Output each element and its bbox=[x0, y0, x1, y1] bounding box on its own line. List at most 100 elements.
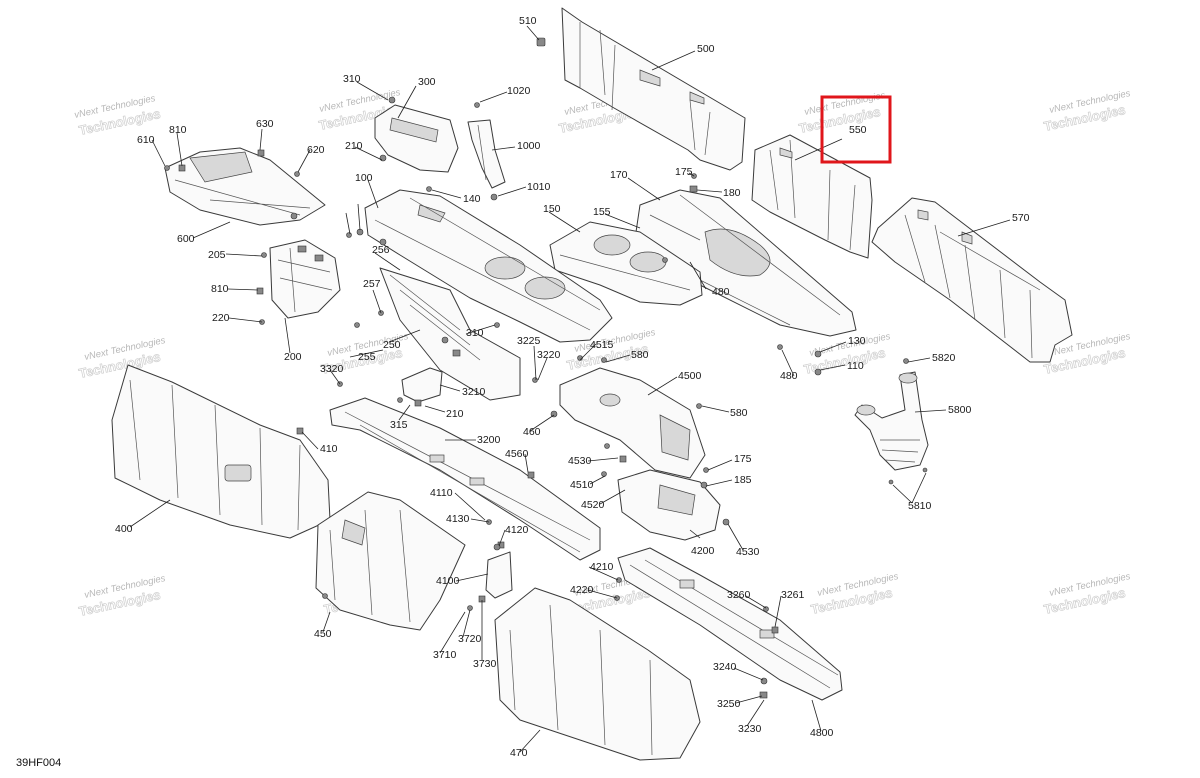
part-470-shape bbox=[494, 587, 701, 761]
part-label[interactable]: 460 bbox=[523, 426, 541, 438]
part-label[interactable]: 410 bbox=[320, 443, 338, 455]
part-label[interactable]: 200 bbox=[284, 351, 302, 363]
part-label[interactable]: 3720 bbox=[458, 633, 482, 645]
part-label[interactable]: 810 bbox=[211, 283, 229, 295]
part-label[interactable]: 220 bbox=[212, 312, 230, 324]
part-label[interactable]: 150 bbox=[543, 203, 561, 215]
part-300-shape bbox=[374, 96, 459, 173]
part-label[interactable]: 256 bbox=[372, 244, 390, 256]
part-label[interactable]: 500 bbox=[697, 43, 715, 55]
fasteners bbox=[164, 164, 928, 699]
part-label[interactable]: 580 bbox=[730, 407, 748, 419]
part-label[interactable]: 130 bbox=[848, 335, 866, 347]
part-label[interactable]: 180 bbox=[723, 187, 741, 199]
part-label[interactable]: 210 bbox=[345, 140, 363, 152]
part-label[interactable]: 4100 bbox=[436, 575, 460, 587]
part-label[interactable]: 257 bbox=[363, 278, 381, 290]
part-label[interactable]: 4120 bbox=[505, 524, 529, 536]
part-label[interactable]: 140 bbox=[463, 193, 481, 205]
part-label[interactable]: 4500 bbox=[678, 370, 702, 382]
part-label[interactable]: 610 bbox=[137, 134, 155, 146]
part-label[interactable]: 4510 bbox=[570, 479, 594, 491]
part-1000-shape bbox=[467, 102, 506, 201]
part-label[interactable]: 3230 bbox=[738, 723, 762, 735]
part-4500-shape bbox=[559, 367, 706, 479]
part-label[interactable]: 175 bbox=[675, 166, 693, 178]
part-label[interactable]: 4800 bbox=[810, 727, 834, 739]
part-label[interactable]: 210 bbox=[446, 408, 464, 420]
part-label[interactable]: 3220 bbox=[537, 349, 561, 361]
part-label[interactable]: 4220 bbox=[570, 584, 594, 596]
part-label[interactable]: 175 bbox=[734, 453, 752, 465]
part-3200-shape bbox=[329, 397, 601, 561]
part-label[interactable]: 1010 bbox=[527, 181, 551, 193]
part-label[interactable]: 4515 bbox=[590, 339, 614, 351]
part-label[interactable]: 3200 bbox=[477, 434, 501, 446]
part-label[interactable]: 480 bbox=[712, 286, 730, 298]
part-label[interactable]: 3210 bbox=[462, 386, 486, 398]
part-label[interactable]: 810 bbox=[169, 124, 187, 136]
part-label[interactable]: 4130 bbox=[446, 513, 470, 525]
part-label[interactable]: 3225 bbox=[517, 335, 541, 347]
part-label[interactable]: 250 bbox=[383, 339, 401, 351]
part-500-shape bbox=[561, 7, 746, 171]
part-label[interactable]: 510 bbox=[519, 15, 537, 27]
part-550-shape bbox=[751, 134, 873, 259]
part-label[interactable]: 4530 bbox=[568, 455, 592, 467]
part-450-shape bbox=[315, 491, 466, 631]
part-label[interactable]: 5800 bbox=[948, 404, 972, 416]
part-label[interactable]: 3730 bbox=[473, 658, 497, 670]
part-250-shape bbox=[379, 267, 521, 401]
part-label[interactable]: 4200 bbox=[691, 545, 715, 557]
part-label[interactable]: 5810 bbox=[908, 500, 932, 512]
part-label[interactable]: 550 bbox=[849, 124, 867, 136]
part-label[interactable]: 205 bbox=[208, 249, 226, 261]
part-400-shape bbox=[111, 364, 331, 539]
part-label[interactable]: 470 bbox=[510, 747, 528, 759]
part-label[interactable]: 255 bbox=[358, 351, 376, 363]
part-label[interactable]: 5820 bbox=[932, 352, 956, 364]
part-label[interactable]: 630 bbox=[256, 118, 274, 130]
part-570-shape bbox=[871, 197, 1073, 363]
part-5800-shape bbox=[854, 371, 929, 471]
part-200-shape bbox=[269, 239, 341, 319]
part-4100-shape bbox=[485, 541, 513, 599]
part-label[interactable]: 310 bbox=[343, 73, 361, 85]
part-label[interactable]: 3320 bbox=[320, 363, 344, 375]
part-label[interactable]: 3250 bbox=[717, 698, 741, 710]
part-label[interactable]: 170 bbox=[610, 169, 628, 181]
part-label[interactable]: 480 bbox=[780, 370, 798, 382]
part-4800-shape bbox=[617, 547, 843, 701]
part-label[interactable]: 155 bbox=[593, 206, 611, 218]
part-label[interactable]: 4210 bbox=[590, 561, 614, 573]
part-label[interactable]: 580 bbox=[631, 349, 649, 361]
part-label[interactable]: 310 bbox=[466, 327, 484, 339]
part-label[interactable]: 620 bbox=[307, 144, 325, 156]
part-label[interactable]: 3261 bbox=[781, 589, 805, 601]
part-label[interactable]: 185 bbox=[734, 474, 752, 486]
part-label[interactable]: 400 bbox=[115, 523, 133, 535]
part-label[interactable]: 1020 bbox=[507, 85, 531, 97]
part-label[interactable]: 600 bbox=[177, 233, 195, 245]
part-label[interactable]: 100 bbox=[355, 172, 373, 184]
part-100-shape bbox=[364, 189, 613, 343]
part-label[interactable]: 3260 bbox=[727, 589, 751, 601]
part-600-shape bbox=[164, 147, 326, 226]
part-4200-shape bbox=[617, 469, 721, 541]
part-label[interactable]: 315 bbox=[390, 419, 408, 431]
part-label[interactable]: 4530 bbox=[736, 546, 760, 558]
part-label[interactable]: 3240 bbox=[713, 661, 737, 673]
leader-lines bbox=[129, 25, 1011, 753]
part-label[interactable]: 4110 bbox=[430, 487, 453, 499]
part-label[interactable]: 3710 bbox=[433, 649, 457, 661]
part-label[interactable]: 300 bbox=[418, 76, 436, 88]
part-label[interactable]: 450 bbox=[314, 628, 332, 640]
part-label[interactable]: 4520 bbox=[581, 499, 605, 511]
part-label[interactable]: 110 bbox=[847, 360, 864, 372]
part-label[interactable]: 4560 bbox=[505, 448, 529, 460]
part-label[interactable]: 1000 bbox=[517, 140, 541, 152]
diagram-code: 39HF004 bbox=[16, 757, 61, 769]
part-label[interactable]: 570 bbox=[1012, 212, 1030, 224]
part-3210-shape bbox=[401, 367, 443, 407]
